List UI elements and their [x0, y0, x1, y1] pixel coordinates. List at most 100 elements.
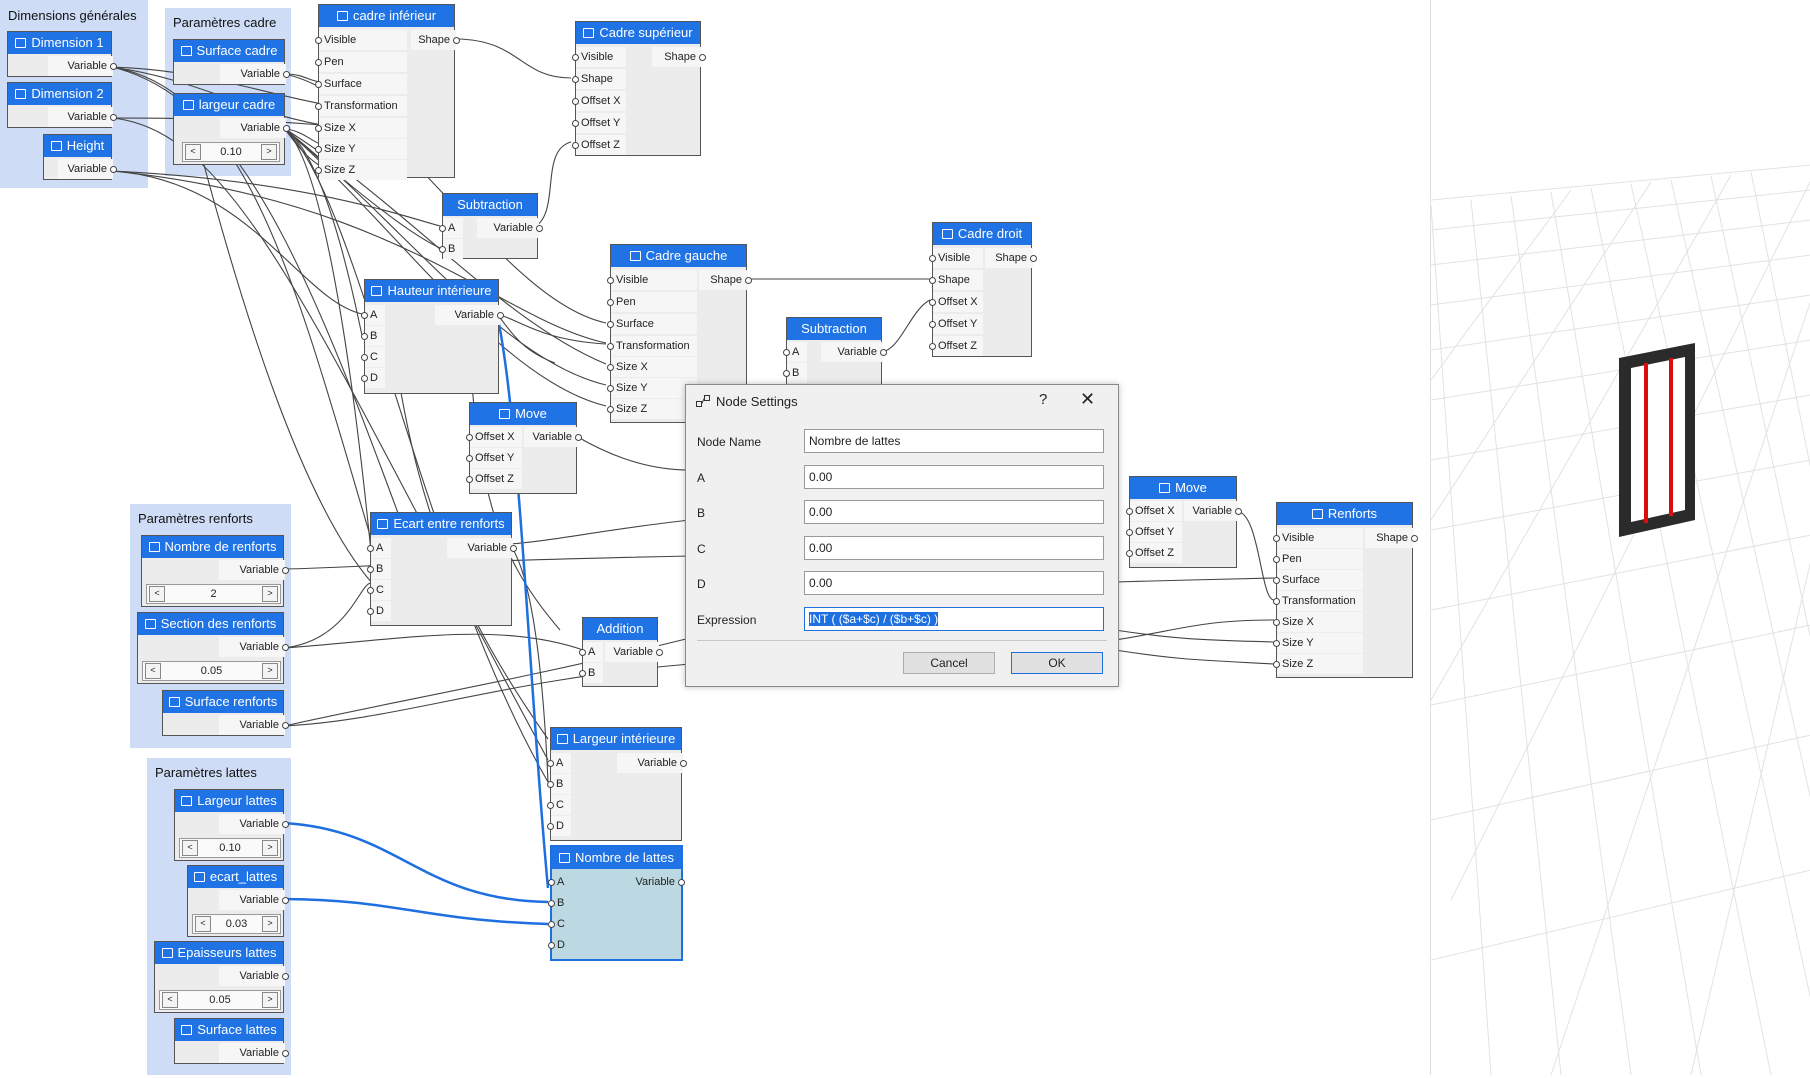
- node-cadre-droit[interactable]: Cadre droit Visible Shape Offset X Offse…: [929, 222, 1037, 357]
- increment-button[interactable]: >: [260, 144, 277, 160]
- node-header[interactable]: Largeur intérieure: [551, 728, 681, 750]
- output-port[interactable]: Variable: [58, 159, 117, 179]
- decrement-button[interactable]: <: [182, 840, 198, 856]
- input-port-b[interactable]: B: [579, 663, 603, 683]
- node-largeur-interieure[interactable]: Largeur intérieure A B C D Variable: [547, 727, 687, 841]
- input-port-d[interactable]: D: [361, 368, 385, 388]
- node-cadre-inferieur[interactable]: cadre inférieur Visible Pen Surface Tran…: [315, 4, 460, 180]
- node-header[interactable]: Nombre de renforts: [142, 536, 283, 558]
- node-header[interactable]: Hauteur intérieure: [365, 280, 498, 302]
- input-port-pen[interactable]: Pen: [607, 292, 697, 312]
- node-header[interactable]: Nombre de lattes: [552, 847, 681, 869]
- input-port-b[interactable]: B: [367, 559, 391, 579]
- output-port[interactable]: Variable: [219, 890, 289, 910]
- decrement-button[interactable]: <: [162, 992, 178, 1008]
- input-port-b[interactable]: B: [439, 239, 463, 259]
- node-section-des-renforts[interactable]: Section des renforts Variable < 0.05 >: [137, 612, 289, 684]
- 3d-viewport[interactable]: [1430, 0, 1810, 1076]
- input-port-size-z[interactable]: Size Z: [1273, 654, 1363, 674]
- node-header[interactable]: Surface cadre: [174, 40, 284, 62]
- node-header[interactable]: Height: [44, 135, 111, 157]
- node-surface-lattes[interactable]: Surface lattes Variable: [174, 1018, 289, 1064]
- input-port-transformation[interactable]: Transformation: [1273, 591, 1363, 611]
- input-port-visible[interactable]: Visible: [315, 30, 407, 50]
- node-dimension-1[interactable]: Dimension 1 Variable: [7, 31, 117, 77]
- decrement-button[interactable]: <: [145, 663, 161, 679]
- output-port[interactable]: Variable: [219, 1043, 289, 1063]
- node-height[interactable]: Height Variable: [43, 134, 117, 180]
- node-header[interactable]: Cadre droit: [933, 223, 1031, 245]
- node-header[interactable]: Dimension 1: [8, 32, 111, 54]
- node-cadre-superieur[interactable]: Cadre supérieur Visible Shape Offset X O…: [572, 21, 706, 156]
- node-header[interactable]: Surface renforts: [163, 691, 283, 713]
- input-port-size-y[interactable]: Size Y: [607, 378, 697, 398]
- output-port[interactable]: Variable: [617, 753, 687, 773]
- increment-button[interactable]: >: [262, 586, 278, 602]
- output-port-shape[interactable]: Shape: [699, 270, 752, 290]
- input-port-offset-y[interactable]: Offset Y: [466, 448, 522, 468]
- node-epaisseurs-lattes[interactable]: Epaisseurs lattes Variable < 0.05 >: [154, 941, 289, 1013]
- output-port[interactable]: Variable: [615, 872, 685, 892]
- increment-button[interactable]: >: [261, 992, 278, 1008]
- input-port-c[interactable]: C: [367, 580, 391, 600]
- value-stepper[interactable]: < 0.10 >: [179, 838, 281, 858]
- node-largeur-lattes[interactable]: Largeur lattes Variable < 0.10 >: [174, 789, 289, 861]
- input-port-size-y[interactable]: Size Y: [315, 139, 407, 159]
- value-stepper[interactable]: < 0.05 >: [159, 990, 281, 1010]
- increment-button[interactable]: >: [261, 916, 278, 932]
- node-addition[interactable]: Addition A B Variable: [579, 617, 663, 687]
- node-header[interactable]: Surface lattes: [175, 1019, 283, 1041]
- input-port-a[interactable]: A: [361, 305, 385, 325]
- b-field[interactable]: 0.00: [804, 500, 1104, 524]
- input-port-visible[interactable]: Visible: [607, 270, 697, 290]
- node-settings-dialog[interactable]: Node Settings ? ✕ Node Name Nombre de la…: [685, 384, 1119, 687]
- node-header[interactable]: Addition: [583, 618, 657, 640]
- node-nombre-de-lattes[interactable]: Nombre de lattes A B C D Variable: [548, 845, 685, 961]
- output-port-shape[interactable]: Shape: [652, 47, 706, 67]
- node-header[interactable]: Move: [1130, 477, 1236, 499]
- node-header[interactable]: Renforts: [1277, 503, 1412, 525]
- node-largeur-cadre[interactable]: largeur cadre Variable < 0.10 >: [173, 93, 290, 165]
- input-port-size-z[interactable]: Size Z: [315, 160, 407, 180]
- output-port[interactable]: Variable: [220, 118, 290, 138]
- node-header[interactable]: Largeur lattes: [175, 790, 283, 812]
- node-surface-renforts[interactable]: Surface renforts Variable: [162, 690, 289, 736]
- close-icon[interactable]: ✕: [1080, 389, 1096, 409]
- node-subtraction-2[interactable]: Subtraction A B Variable: [783, 317, 887, 387]
- output-port[interactable]: Variable: [48, 56, 117, 76]
- input-port-pen[interactable]: Pen: [315, 52, 407, 72]
- input-port-transformation[interactable]: Transformation: [315, 96, 407, 116]
- node-dimension-2[interactable]: Dimension 2 Variable: [7, 82, 117, 128]
- input-port-a[interactable]: A: [579, 642, 603, 662]
- decrement-button[interactable]: <: [185, 144, 201, 160]
- help-button[interactable]: ?: [1039, 391, 1048, 408]
- input-port-a[interactable]: A: [783, 342, 807, 362]
- output-port-shape[interactable]: Shape: [1365, 528, 1418, 548]
- input-port-size-x[interactable]: Size X: [607, 357, 697, 377]
- node-surface-cadre[interactable]: Surface cadre Variable: [173, 39, 290, 85]
- node-renforts[interactable]: Renforts Visible Pen Surface Transformat…: [1273, 502, 1418, 678]
- output-port[interactable]: Variable: [447, 538, 517, 558]
- input-port-a[interactable]: A: [547, 753, 571, 773]
- input-port-b[interactable]: B: [548, 893, 572, 913]
- output-port[interactable]: Variable: [605, 642, 663, 662]
- input-port-offset-x[interactable]: Offset X: [572, 91, 626, 111]
- input-port-offset-y[interactable]: Offset Y: [929, 314, 983, 334]
- input-port-c[interactable]: C: [361, 347, 385, 367]
- input-port-c[interactable]: C: [547, 795, 571, 815]
- value-stepper[interactable]: < 2 >: [146, 584, 281, 604]
- node-cadre-gauche[interactable]: Cadre gauche Visible Pen Surface Transfo…: [607, 244, 752, 423]
- output-port-shape[interactable]: Shape: [411, 30, 460, 50]
- node-nombre-de-renforts[interactable]: Nombre de renforts Variable < 2 >: [141, 535, 289, 607]
- node-move[interactable]: Move Offset X Offset Y Offset Z Variable: [466, 402, 582, 494]
- input-port-offset-z[interactable]: Offset Z: [466, 469, 522, 489]
- input-port-shape[interactable]: Shape: [929, 270, 983, 290]
- input-port-offset-y[interactable]: Offset Y: [572, 113, 626, 133]
- node-header[interactable]: Cadre supérieur: [576, 22, 700, 44]
- node-header[interactable]: cadre inférieur: [319, 5, 454, 27]
- input-port-pen[interactable]: Pen: [1273, 549, 1363, 569]
- input-port-size-y[interactable]: Size Y: [1273, 633, 1363, 653]
- value-stepper[interactable]: < 0.10 >: [182, 142, 280, 162]
- increment-button[interactable]: >: [261, 840, 278, 856]
